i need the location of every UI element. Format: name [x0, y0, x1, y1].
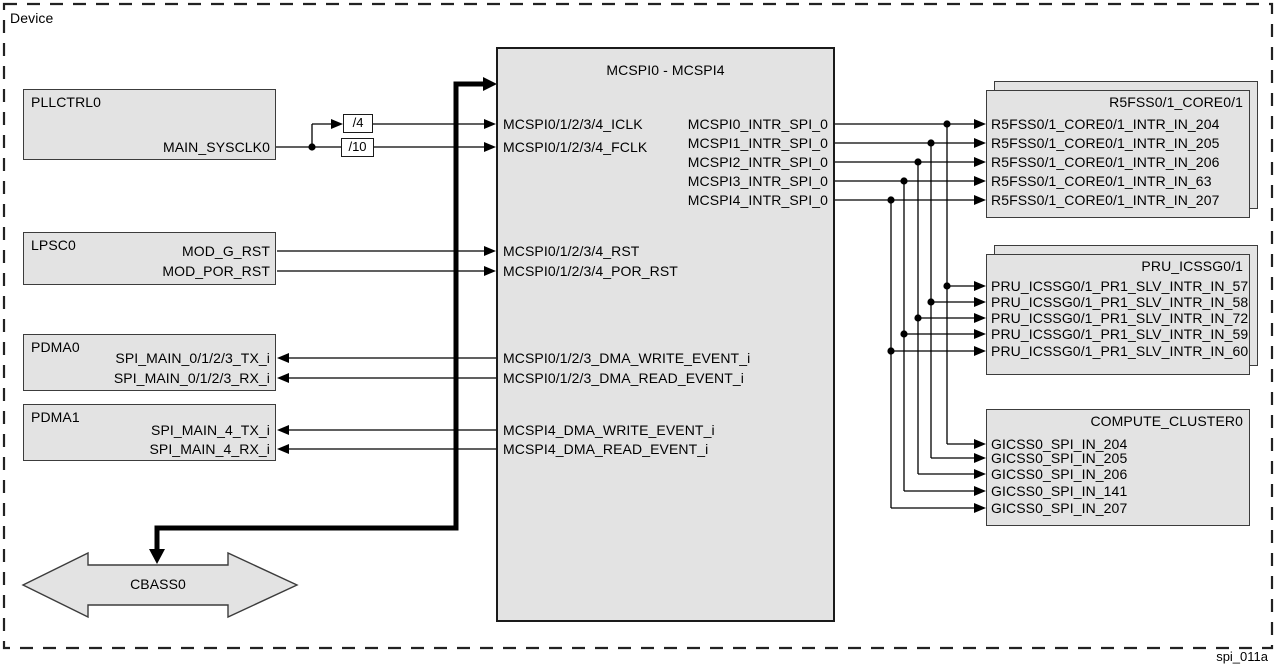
block-pdma0-title: PDMA0	[31, 339, 80, 355]
pin-pru-intr-72: PRU_ICSSG0/1_PR1_SLV_INTR_IN_72	[991, 310, 1249, 326]
pin-mcspi-por-rst: MCSPI0/1/2/3/4_POR_RST	[503, 263, 678, 279]
clock-divider-4: /4	[343, 114, 373, 133]
figure-id-label: spi_011a	[1216, 649, 1268, 664]
pin-gicss-206: GICSS0_SPI_IN_206	[991, 466, 1128, 482]
pin-mcspi1-intr: MCSPI1_INTR_SPI_0	[687, 135, 828, 151]
pin-gicss-205: GICSS0_SPI_IN_205	[991, 450, 1128, 466]
cbass-bus-wire	[149, 77, 497, 564]
pin-mcspi2-intr: MCSPI2_INTR_SPI_0	[687, 154, 828, 170]
pin-mcspi0-intr: MCSPI0_INTR_SPI_0	[687, 116, 828, 132]
block-mcspi-title: MCSPI0 - MCSPI4	[606, 62, 725, 78]
pin-mcspi4-dma-write: MCSPI4_DMA_WRITE_EVENT_i	[503, 422, 715, 438]
pin-spi-main-0123-rx: SPI_MAIN_0/1/2/3_RX_i	[113, 370, 270, 386]
pin-mcspi-dma-read: MCSPI0/1/2/3_DMA_READ_EVENT_i	[503, 370, 744, 386]
block-lpsc0-title: LPSC0	[31, 237, 76, 253]
pin-spi-main-4-rx: SPI_MAIN_4_RX_i	[149, 441, 270, 457]
block-r5fss	[986, 90, 1250, 218]
block-pru	[986, 254, 1250, 375]
pin-spi-main-4-tx: SPI_MAIN_4_TX_i	[151, 422, 270, 438]
pin-mcspi4-intr: MCSPI4_INTR_SPI_0	[687, 192, 828, 208]
pin-pru-intr-60: PRU_ICSSG0/1_PR1_SLV_INTR_IN_60	[991, 343, 1249, 359]
pin-pru-intr-57: PRU_ICSSG0/1_PR1_SLV_INTR_IN_57	[991, 278, 1249, 294]
block-pru-title: PRU_ICSSG0/1	[1141, 258, 1243, 274]
pin-r5fss-intr-207: R5FSS0/1_CORE0/1_INTR_IN_207	[991, 192, 1220, 208]
clock-wires	[276, 123, 485, 148]
arrowheads	[277, 119, 986, 513]
block-compute-cluster0	[986, 409, 1250, 526]
pin-mcspi4-dma-read: MCSPI4_DMA_READ_EVENT_i	[503, 441, 709, 457]
block-pdma1	[23, 404, 276, 461]
pin-mod-por-rst: MOD_POR_RST	[162, 263, 270, 279]
block-lpsc0	[23, 232, 276, 285]
block-pdma1-title: PDMA1	[31, 409, 80, 425]
pin-r5fss-intr-63: R5FSS0/1_CORE0/1_INTR_IN_63	[991, 173, 1212, 189]
block-mcspi	[496, 47, 835, 622]
pin-mcspi3-intr: MCSPI3_INTR_SPI_0	[687, 173, 828, 189]
pin-gicss-204: GICSS0_SPI_IN_204	[991, 436, 1128, 452]
pin-mcspi-iclk: MCSPI0/1/2/3/4_ICLK	[503, 116, 643, 132]
pin-mcspi-fclk: MCSPI0/1/2/3/4_FCLK	[503, 139, 648, 155]
block-pdma0	[23, 334, 276, 391]
block-r5fss-title: R5FSS0/1_CORE0/1	[1109, 94, 1243, 110]
pin-gicss-207: GICSS0_SPI_IN_207	[991, 500, 1128, 516]
pin-spi-main-0123-tx: SPI_MAIN_0/1/2/3_TX_i	[115, 350, 270, 366]
reset-wires	[277, 250, 485, 272]
block-compute-cluster0-title: COMPUTE_CLUSTER0	[1090, 413, 1243, 429]
block-pllctrl0	[23, 89, 276, 160]
pin-mcspi-rst: MCSPI0/1/2/3/4_RST	[503, 243, 640, 259]
block-cbass0-title: CBASS0	[130, 576, 186, 592]
pin-mcspi-dma-write: MCSPI0/1/2/3_DMA_WRITE_EVENT_i	[503, 350, 751, 366]
block-pllctrl0-title: PLLCTRL0	[31, 94, 102, 110]
device-boundary	[2, 2, 1274, 650]
pin-main-sysclk0: MAIN_SYSCLK0	[162, 139, 270, 155]
clock-divider-10: /10	[341, 138, 374, 157]
pin-r5fss-intr-206: R5FSS0/1_CORE0/1_INTR_IN_206	[991, 154, 1220, 170]
pin-r5fss-intr-205: R5FSS0/1_CORE0/1_INTR_IN_205	[991, 135, 1220, 151]
pin-pru-intr-59: PRU_ICSSG0/1_PR1_SLV_INTR_IN_59	[991, 326, 1249, 342]
pin-pru-intr-58: PRU_ICSSG0/1_PR1_SLV_INTR_IN_58	[991, 294, 1249, 310]
device-label: Device	[10, 10, 54, 26]
junction-dots	[308, 120, 951, 355]
pin-r5fss-intr-204: R5FSS0/1_CORE0/1_INTR_IN_204	[991, 116, 1220, 132]
pin-mod-g-rst: MOD_G_RST	[181, 243, 270, 259]
dma-wires	[288, 357, 496, 450]
cbass0-bus-shape	[21, 551, 299, 619]
pin-gicss-141: GICSS0_SPI_IN_141	[991, 483, 1128, 499]
